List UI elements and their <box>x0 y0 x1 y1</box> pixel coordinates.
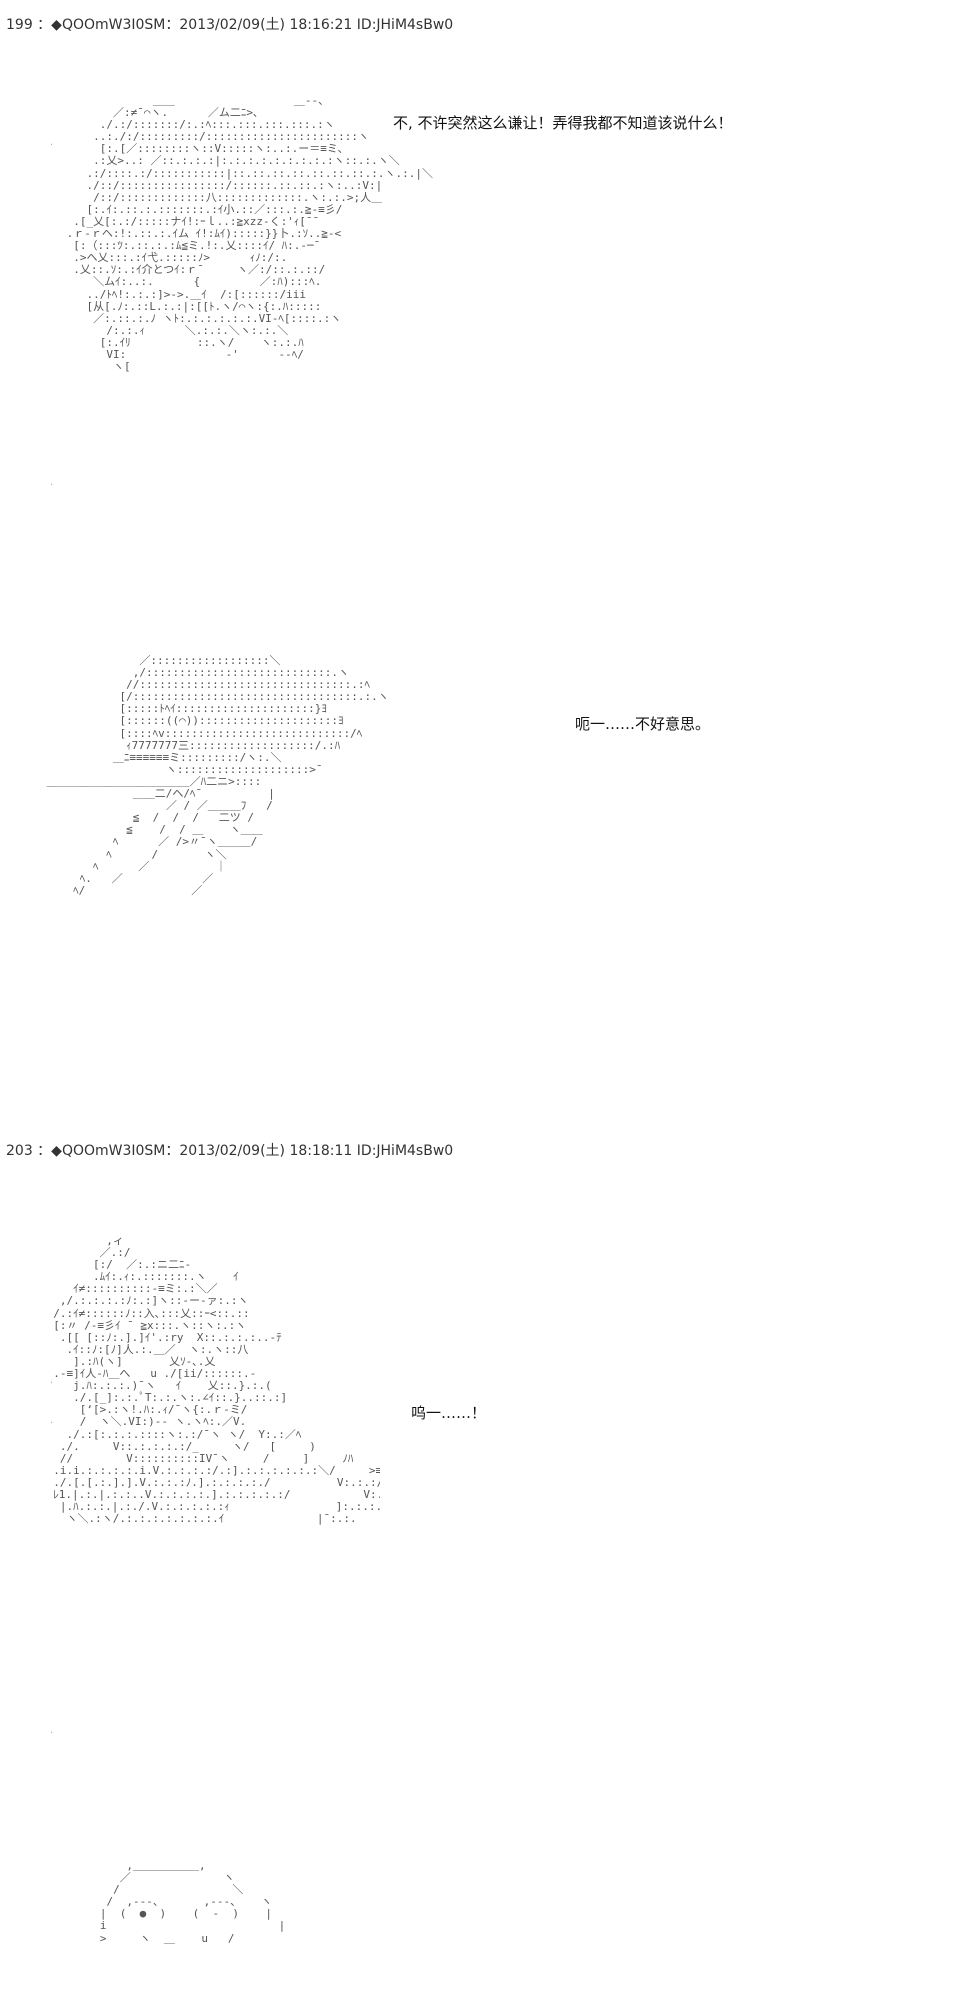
margin-dot: · <box>50 1728 54 1739</box>
post-header-199: 199 ：◆QOOmW3I0SM：2013/02/09(土) 18:16:21 … <box>6 17 454 33</box>
speech-line-3: 呜一……！ <box>411 1404 487 1422</box>
margin-dot: · <box>50 1378 54 1389</box>
speech-line-1: 不, 不许突然这么谦让！弄得我都不知道该说什么！ <box>393 114 733 132</box>
margin-dot: · <box>50 140 54 151</box>
margin-dot: · <box>50 1418 54 1429</box>
post-header-203: 203 ：◆QOOmW3I0SM：2013/02/09(土) 18:18:11 … <box>6 1143 454 1159</box>
ascii-art-flying-character: ＿＿ ＿-‐、 ／:≠¯⌒ヽ. ／ム二ﾆ>､ ./.:/:::::::/:.:ﾍ… <box>66 95 433 374</box>
speech-line-2: 呃一……不好意思。 <box>575 715 711 733</box>
ascii-art-round-face: ,＿＿＿＿＿＿, ／ ヽ / ＼ / ,‐‐‐、 ,‐‐‐、 ヽ | ( ● )… <box>99 1860 286 1945</box>
ascii-art-masked-character: ／::::::::::::::::::＼ ,/:::::::::::::::::… <box>46 655 389 897</box>
ascii-art-spiky-hair-character: ,ィ ／.:/ [:/ ／:.:ニ二ﾆ‐ .ﾑｲ:.ｨ:.:::::::.ヽ ｲ… <box>53 1235 380 1526</box>
margin-dot: · <box>50 480 54 491</box>
